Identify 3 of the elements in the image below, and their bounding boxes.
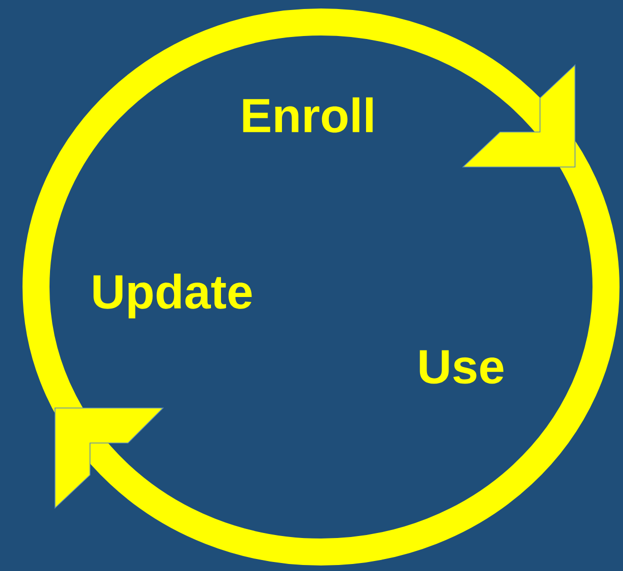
stage-label: Enroll: [243, 97, 373, 133]
stage-label: Update: [94, 274, 252, 318]
stage-label: Use: [420, 350, 504, 384]
